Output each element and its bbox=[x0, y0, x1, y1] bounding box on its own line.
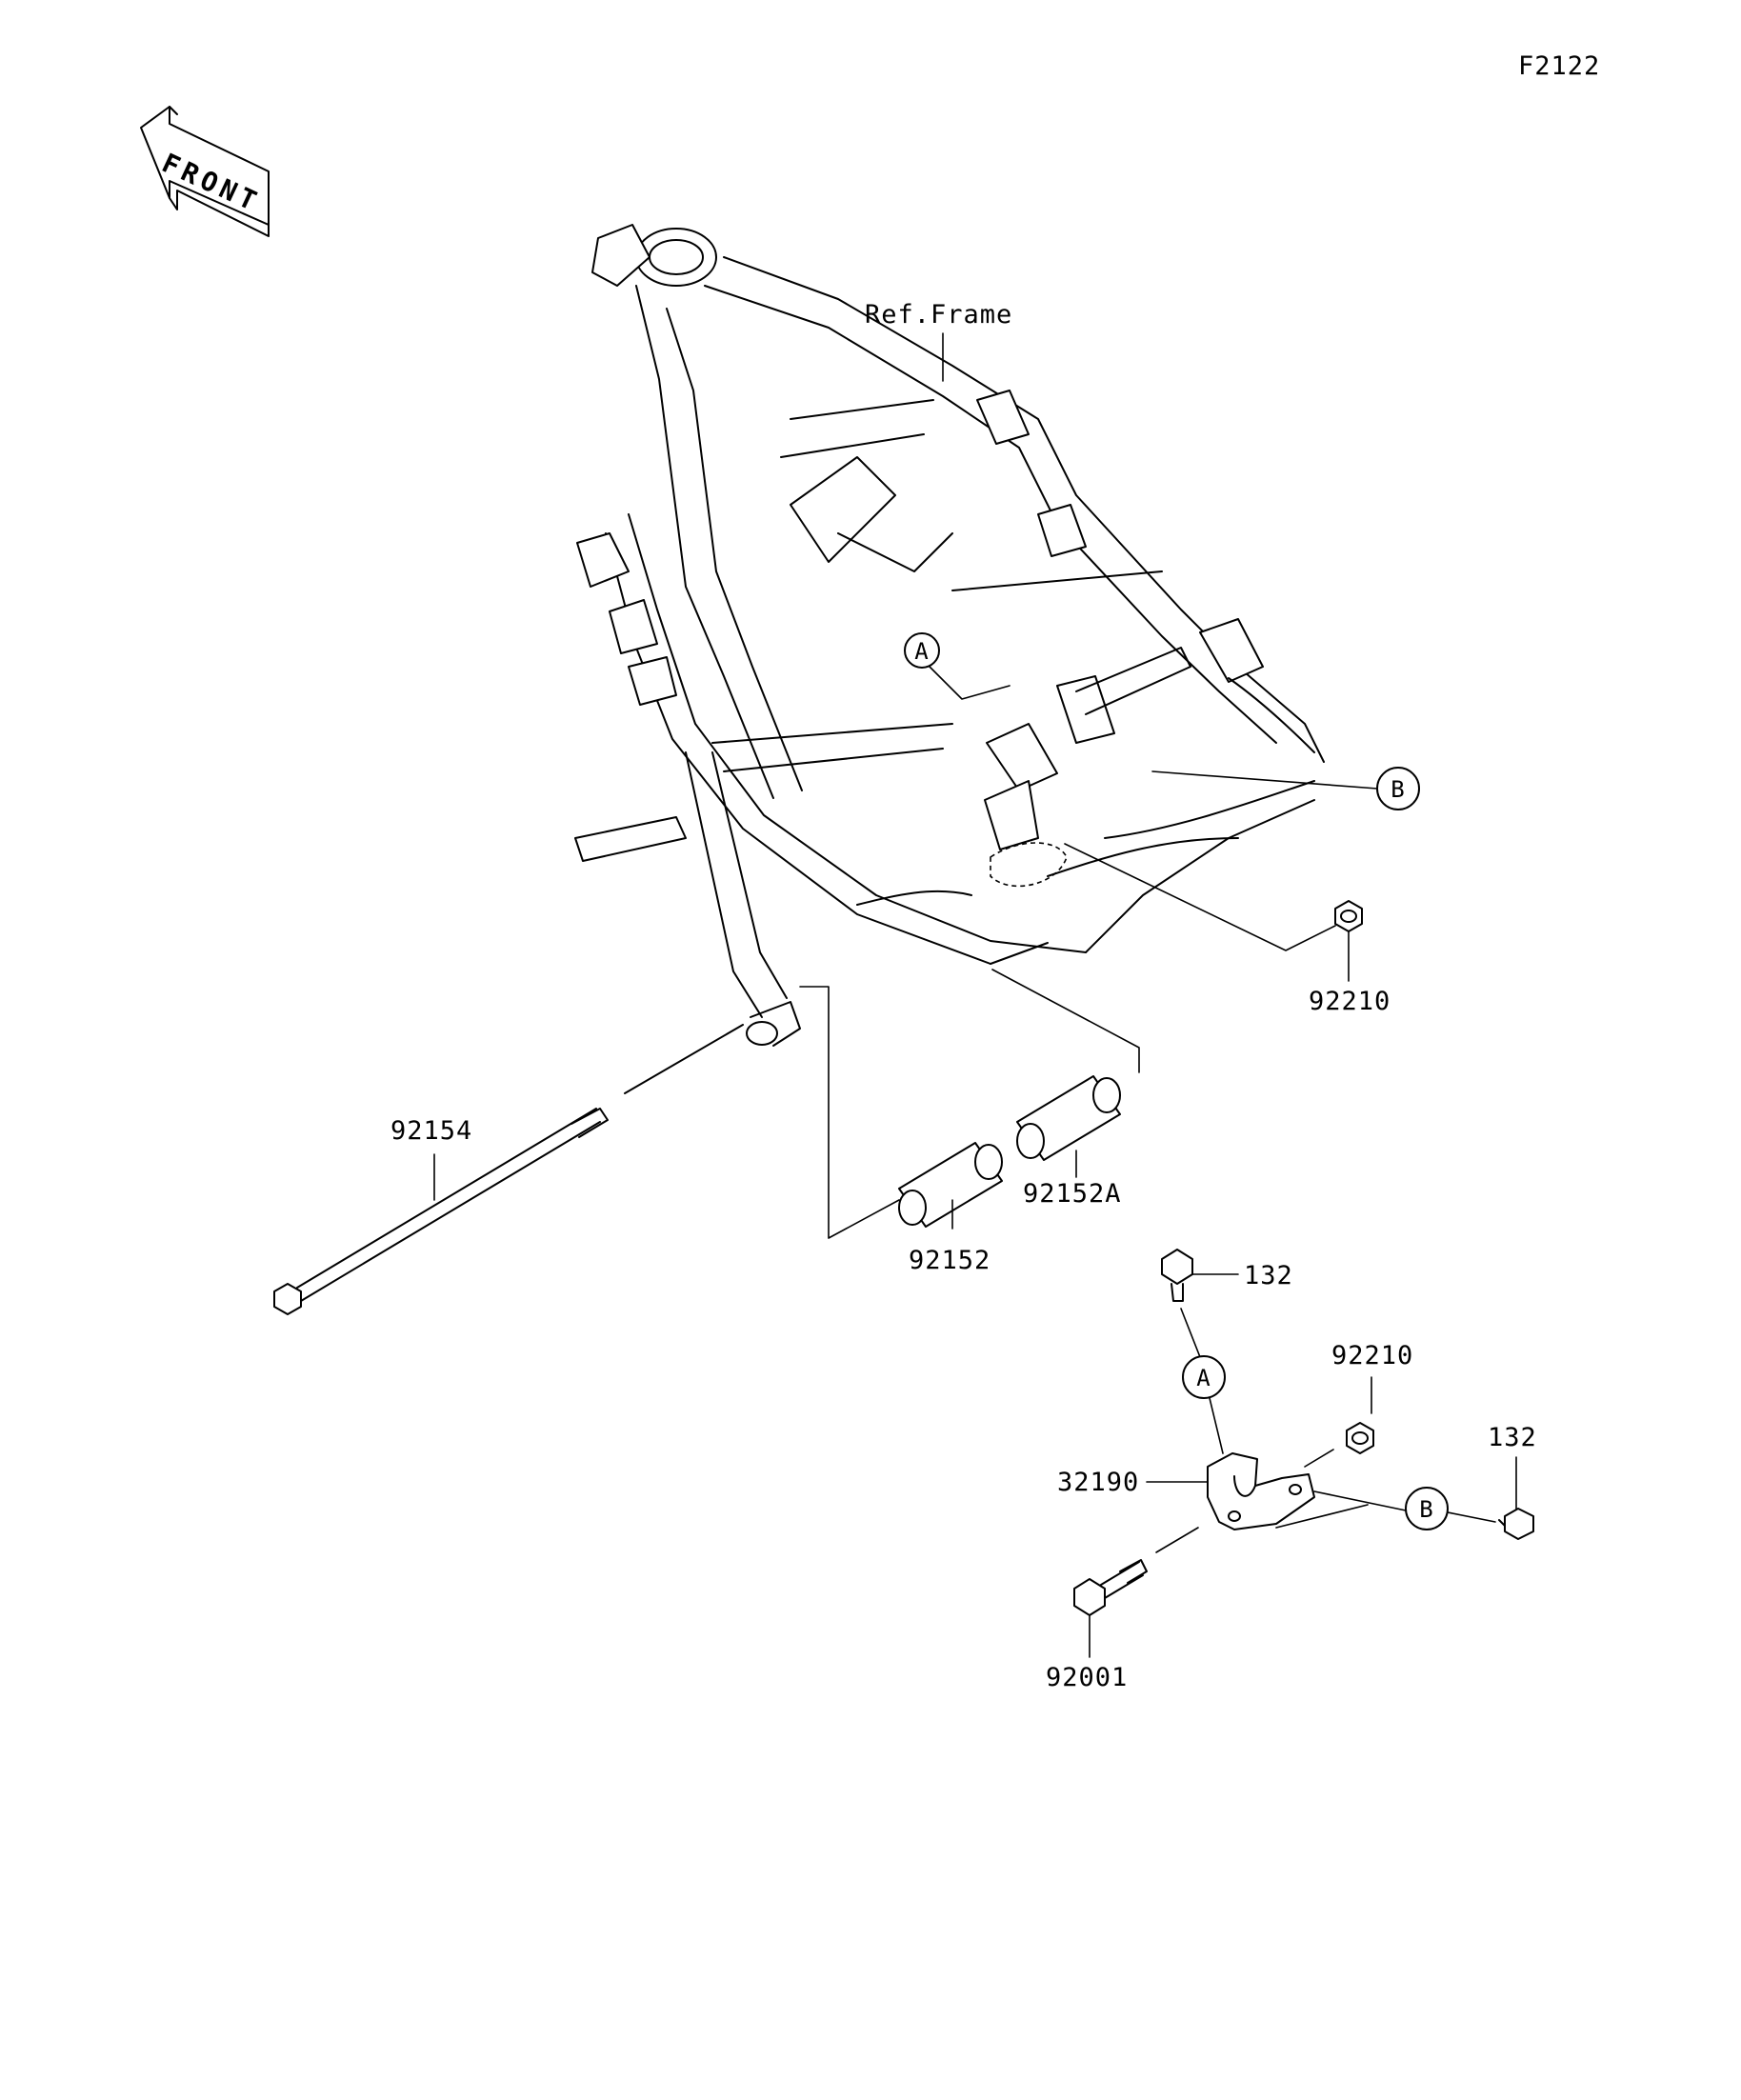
part-number-92001: 92001 bbox=[1046, 1663, 1128, 1692]
part-number-32190: 32190 bbox=[1057, 1468, 1139, 1497]
diagram-id: F2122 bbox=[1518, 51, 1600, 81]
bolt-92154 bbox=[273, 1024, 744, 1315]
ref-frame-label: Ref.Frame bbox=[865, 300, 1012, 330]
front-arrow: F R O N T bbox=[140, 106, 270, 237]
svg-text:A: A bbox=[1196, 1365, 1211, 1391]
part-number-92152a: 92152A bbox=[1023, 1179, 1122, 1209]
callout-b-detail: B bbox=[1405, 1487, 1496, 1530]
part-number-132-top: 132 bbox=[1244, 1261, 1293, 1290]
part-number-92210-lower: 92210 bbox=[1331, 1341, 1413, 1370]
nut-92210-lower bbox=[1304, 1376, 1374, 1468]
screw-132-right bbox=[1498, 1456, 1534, 1540]
screw-132-top bbox=[1161, 1249, 1239, 1363]
part-number-92154: 92154 bbox=[390, 1116, 472, 1146]
bolt-92001 bbox=[1073, 1527, 1199, 1658]
part-number-132-right: 132 bbox=[1488, 1423, 1537, 1452]
callout-a-detail: A bbox=[1182, 1355, 1226, 1454]
collar-92152a bbox=[991, 969, 1140, 1178]
callout-a-frame: A bbox=[904, 632, 1011, 700]
svg-text:B: B bbox=[1419, 1496, 1433, 1523]
motorcycle-frame bbox=[574, 224, 1325, 1047]
nut-92210-upper bbox=[1064, 843, 1363, 982]
collar-92152 bbox=[799, 986, 1003, 1239]
part-number-92210-upper: 92210 bbox=[1309, 987, 1391, 1016]
svg-text:B: B bbox=[1391, 776, 1405, 803]
part-number-92152: 92152 bbox=[909, 1246, 991, 1275]
callout-b-frame: B bbox=[1151, 767, 1420, 810]
bracket-32190 bbox=[1146, 1452, 1407, 1530]
svg-text:A: A bbox=[914, 638, 929, 665]
